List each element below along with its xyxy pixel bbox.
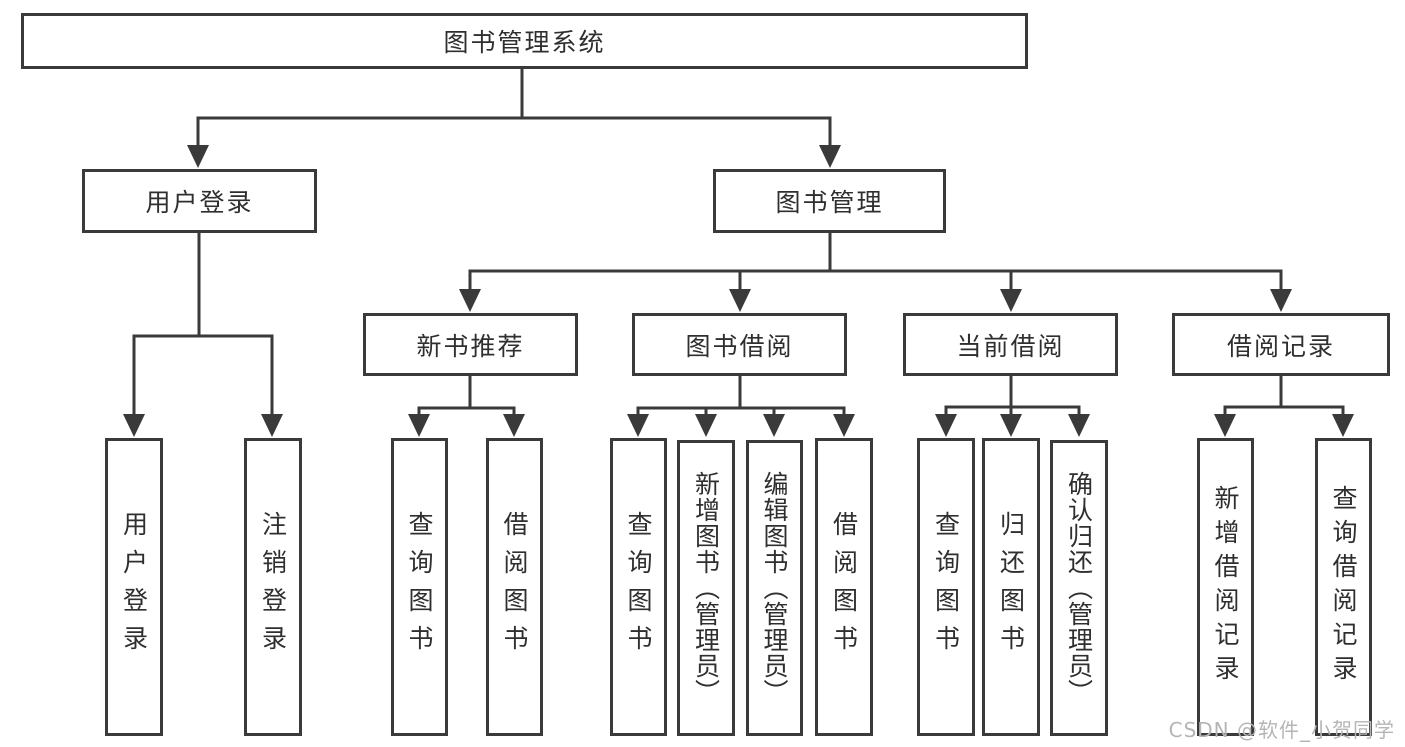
leaf-user-login: 用户登录 — [105, 438, 163, 736]
leaf-bb-borrow-book-label: 借阅图书 — [829, 511, 859, 663]
leaf-user-login-label: 用户登录 — [119, 511, 149, 663]
leaf-bb-borrow-book: 借阅图书 — [815, 438, 873, 736]
node-borrow-records-label: 借阅记录 — [1226, 331, 1335, 361]
leaf-cb-query-book: 查询图书 — [917, 438, 975, 736]
node-user-login: 用户登录 — [82, 169, 317, 233]
leaf-nbr-query-book: 查询图书 — [391, 438, 448, 736]
leaf-bb-query-book: 查询图书 — [610, 438, 667, 736]
node-root: 图书管理系统 — [21, 13, 1028, 69]
leaf-br-add-record: 新增借阅记录 — [1197, 438, 1254, 736]
node-book-borrow-label: 图书借阅 — [685, 331, 794, 361]
leaf-logout: 注销登录 — [244, 438, 302, 736]
node-current-borrow-label: 当前借阅 — [956, 331, 1065, 361]
leaf-logout-label: 注销登录 — [258, 511, 288, 663]
leaf-nbr-borrow-book: 借阅图书 — [486, 438, 543, 736]
leaf-cb-return-book: 归还图书 — [982, 438, 1040, 736]
leaf-cb-confirm-return-admin-label: 确认归还（管理员） — [1064, 471, 1094, 705]
leaf-nbr-query-book-label: 查询图书 — [405, 511, 434, 663]
leaf-bb-add-book-admin-label: 新增图书（管理员） — [691, 471, 721, 705]
leaf-bb-add-book-admin: 新增图书（管理员） — [677, 440, 735, 736]
node-book-management-label: 图书管理 — [775, 188, 884, 217]
node-current-borrow: 当前借阅 — [903, 313, 1118, 376]
leaf-br-query-record: 查询借阅记录 — [1315, 438, 1372, 736]
leaf-br-add-record-label: 新增借阅记录 — [1211, 485, 1240, 689]
leaf-cb-confirm-return-admin: 确认归还（管理员） — [1050, 440, 1108, 736]
node-root-label: 图书管理系统 — [443, 28, 606, 57]
leaf-bb-edit-book-admin-label: 编辑图书（管理员） — [760, 471, 789, 705]
node-user-login-label: 用户登录 — [145, 188, 254, 217]
node-new-book-recommend: 新书推荐 — [363, 313, 578, 376]
node-new-book-recommend-label: 新书推荐 — [416, 331, 525, 361]
leaf-cb-query-book-label: 查询图书 — [931, 511, 961, 663]
node-book-management: 图书管理 — [713, 169, 946, 233]
node-borrow-records: 借阅记录 — [1172, 313, 1390, 376]
watermark: CSDN @软件_小贺同学 — [1168, 718, 1395, 742]
leaf-nbr-borrow-book-label: 借阅图书 — [500, 511, 529, 663]
leaf-br-query-record-label: 查询借阅记录 — [1329, 485, 1358, 689]
leaf-cb-return-book-label: 归还图书 — [996, 511, 1026, 663]
node-book-borrow: 图书借阅 — [632, 313, 847, 376]
leaf-bb-edit-book-admin: 编辑图书（管理员） — [746, 440, 803, 736]
leaf-bb-query-book-label: 查询图书 — [624, 511, 653, 663]
